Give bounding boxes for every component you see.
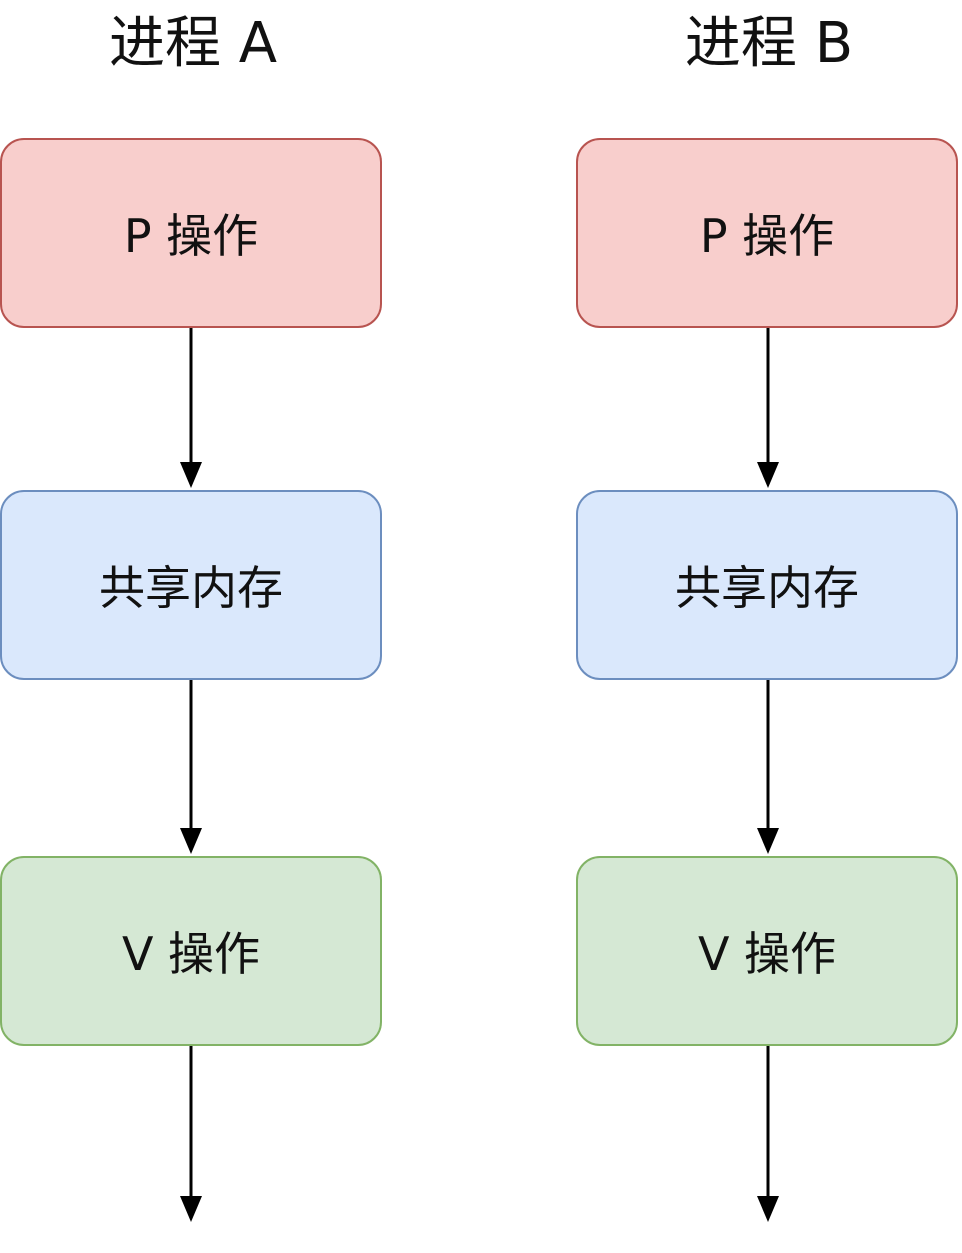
v-operation-node-a: V 操作 bbox=[0, 856, 382, 1046]
v-operation-label-b: V 操作 bbox=[697, 927, 837, 981]
shared-memory-label-b: 共享内存 bbox=[675, 561, 859, 615]
process-b-title: 进程 B bbox=[684, 11, 854, 76]
arrowhead-p-to-shm-a bbox=[180, 462, 202, 488]
shared-memory-node-b: 共享内存 bbox=[576, 490, 958, 680]
arrowhead-shm-to-v-b bbox=[757, 828, 779, 854]
shared-memory-node-a: 共享内存 bbox=[0, 490, 382, 680]
v-operation-node-b: V 操作 bbox=[576, 856, 958, 1046]
arrowhead-v-out-a bbox=[180, 1196, 202, 1222]
arrowhead-shm-to-v-a bbox=[180, 828, 202, 854]
process-a-column: 进程 A P 操作 共享内存 V 操作 bbox=[0, 0, 386, 1253]
arrowhead-v-out-b bbox=[757, 1196, 779, 1222]
shared-memory-label-a: 共享内存 bbox=[99, 561, 283, 615]
process-b-column: 进程 B P 操作 共享内存 V 操作 bbox=[576, 0, 962, 1253]
arrowhead-p-to-shm-b bbox=[757, 462, 779, 488]
p-operation-label-a: P 操作 bbox=[123, 209, 259, 263]
p-operation-label-b: P 操作 bbox=[699, 209, 835, 263]
process-a-title: 进程 A bbox=[108, 11, 278, 76]
p-operation-node-a: P 操作 bbox=[0, 138, 382, 328]
p-operation-node-b: P 操作 bbox=[576, 138, 958, 328]
v-operation-label-a: V 操作 bbox=[121, 927, 261, 981]
